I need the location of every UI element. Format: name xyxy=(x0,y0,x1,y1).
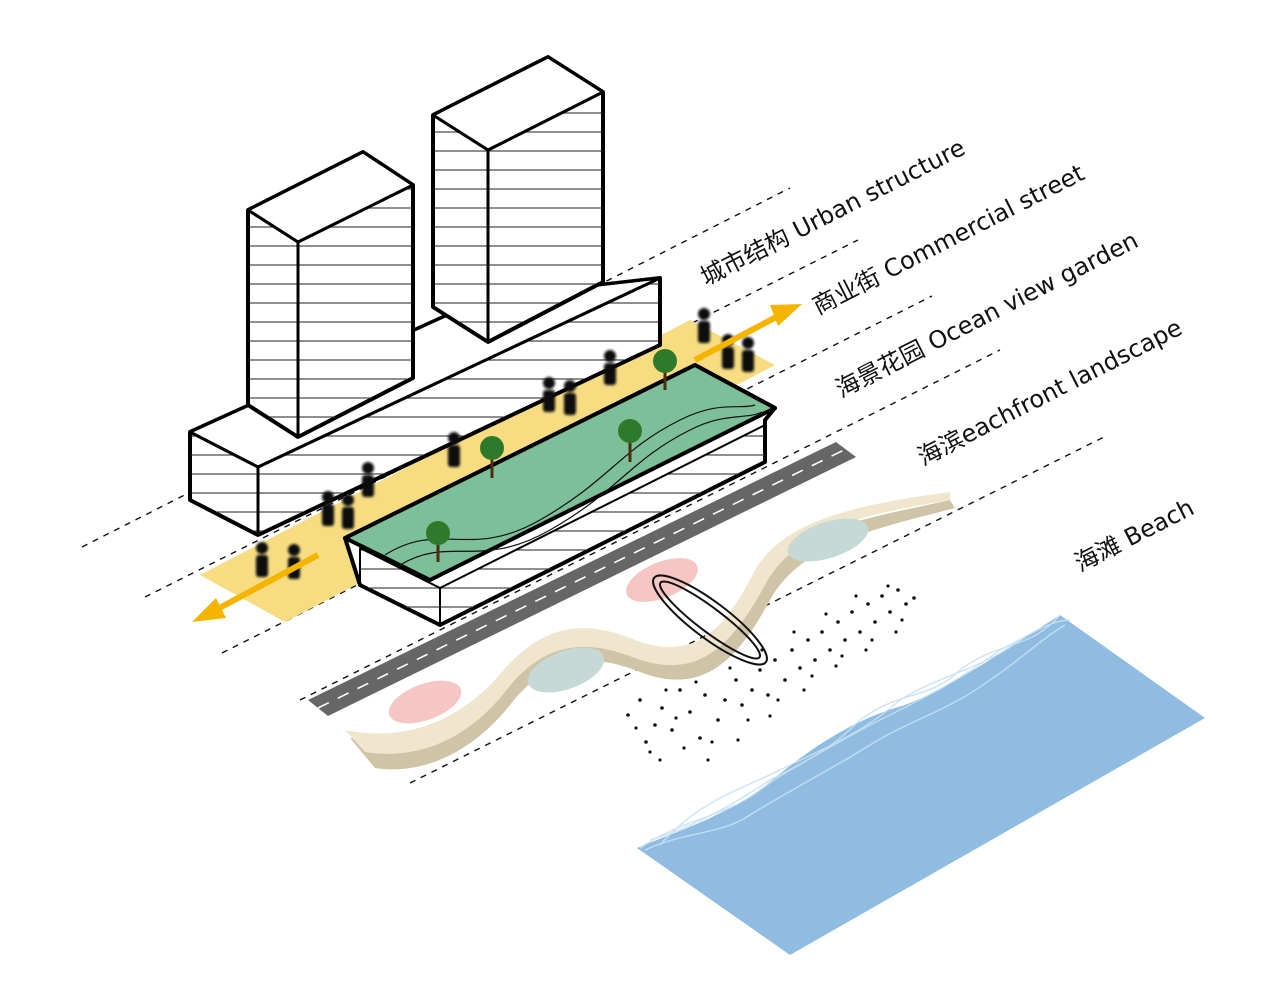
person xyxy=(604,350,616,385)
sea-waves xyxy=(639,614,1071,851)
tree-4 xyxy=(653,349,677,390)
person xyxy=(256,542,268,577)
label-beach: 海滩 Beach xyxy=(1070,493,1199,577)
urban-structure xyxy=(188,55,662,537)
person xyxy=(698,308,710,343)
garden-roof xyxy=(343,363,777,582)
sand-path-shadow xyxy=(350,500,955,770)
guide-line-seafront-landscape xyxy=(299,349,1001,701)
right-tower xyxy=(431,55,605,344)
garden-paths xyxy=(384,404,763,566)
person xyxy=(362,462,374,497)
pink-pool-right xyxy=(626,558,698,602)
person xyxy=(564,380,576,415)
person xyxy=(448,432,460,467)
arrow-right-icon xyxy=(693,304,802,363)
road xyxy=(308,442,856,716)
pedestrians xyxy=(256,308,754,579)
teal-pool-left xyxy=(527,647,605,693)
arrow-left-icon xyxy=(192,552,320,622)
seafront-landscape xyxy=(345,492,955,770)
person xyxy=(342,494,354,529)
tree-3 xyxy=(618,419,642,462)
beach-sea xyxy=(637,614,1205,955)
ring-sculpture xyxy=(652,574,768,666)
person xyxy=(742,337,754,372)
direction-arrows xyxy=(192,304,802,622)
label-urban-structure: 城市结构 Urban structure xyxy=(696,133,970,291)
person xyxy=(322,491,334,526)
tree-2 xyxy=(480,436,504,478)
layer-labels: 城市结构 Urban structure 商业街 Commercial stre… xyxy=(696,133,1199,577)
teal-pool-right xyxy=(787,518,869,562)
sea-surface xyxy=(637,615,1205,955)
sand-path xyxy=(345,492,950,754)
ocean-view-garden xyxy=(343,349,777,627)
pink-pool-left xyxy=(388,680,462,724)
tree-1 xyxy=(426,521,450,562)
person xyxy=(543,377,555,412)
sand-dots xyxy=(626,584,916,762)
trees xyxy=(426,349,677,562)
person xyxy=(288,544,300,579)
left-tower xyxy=(246,150,415,439)
